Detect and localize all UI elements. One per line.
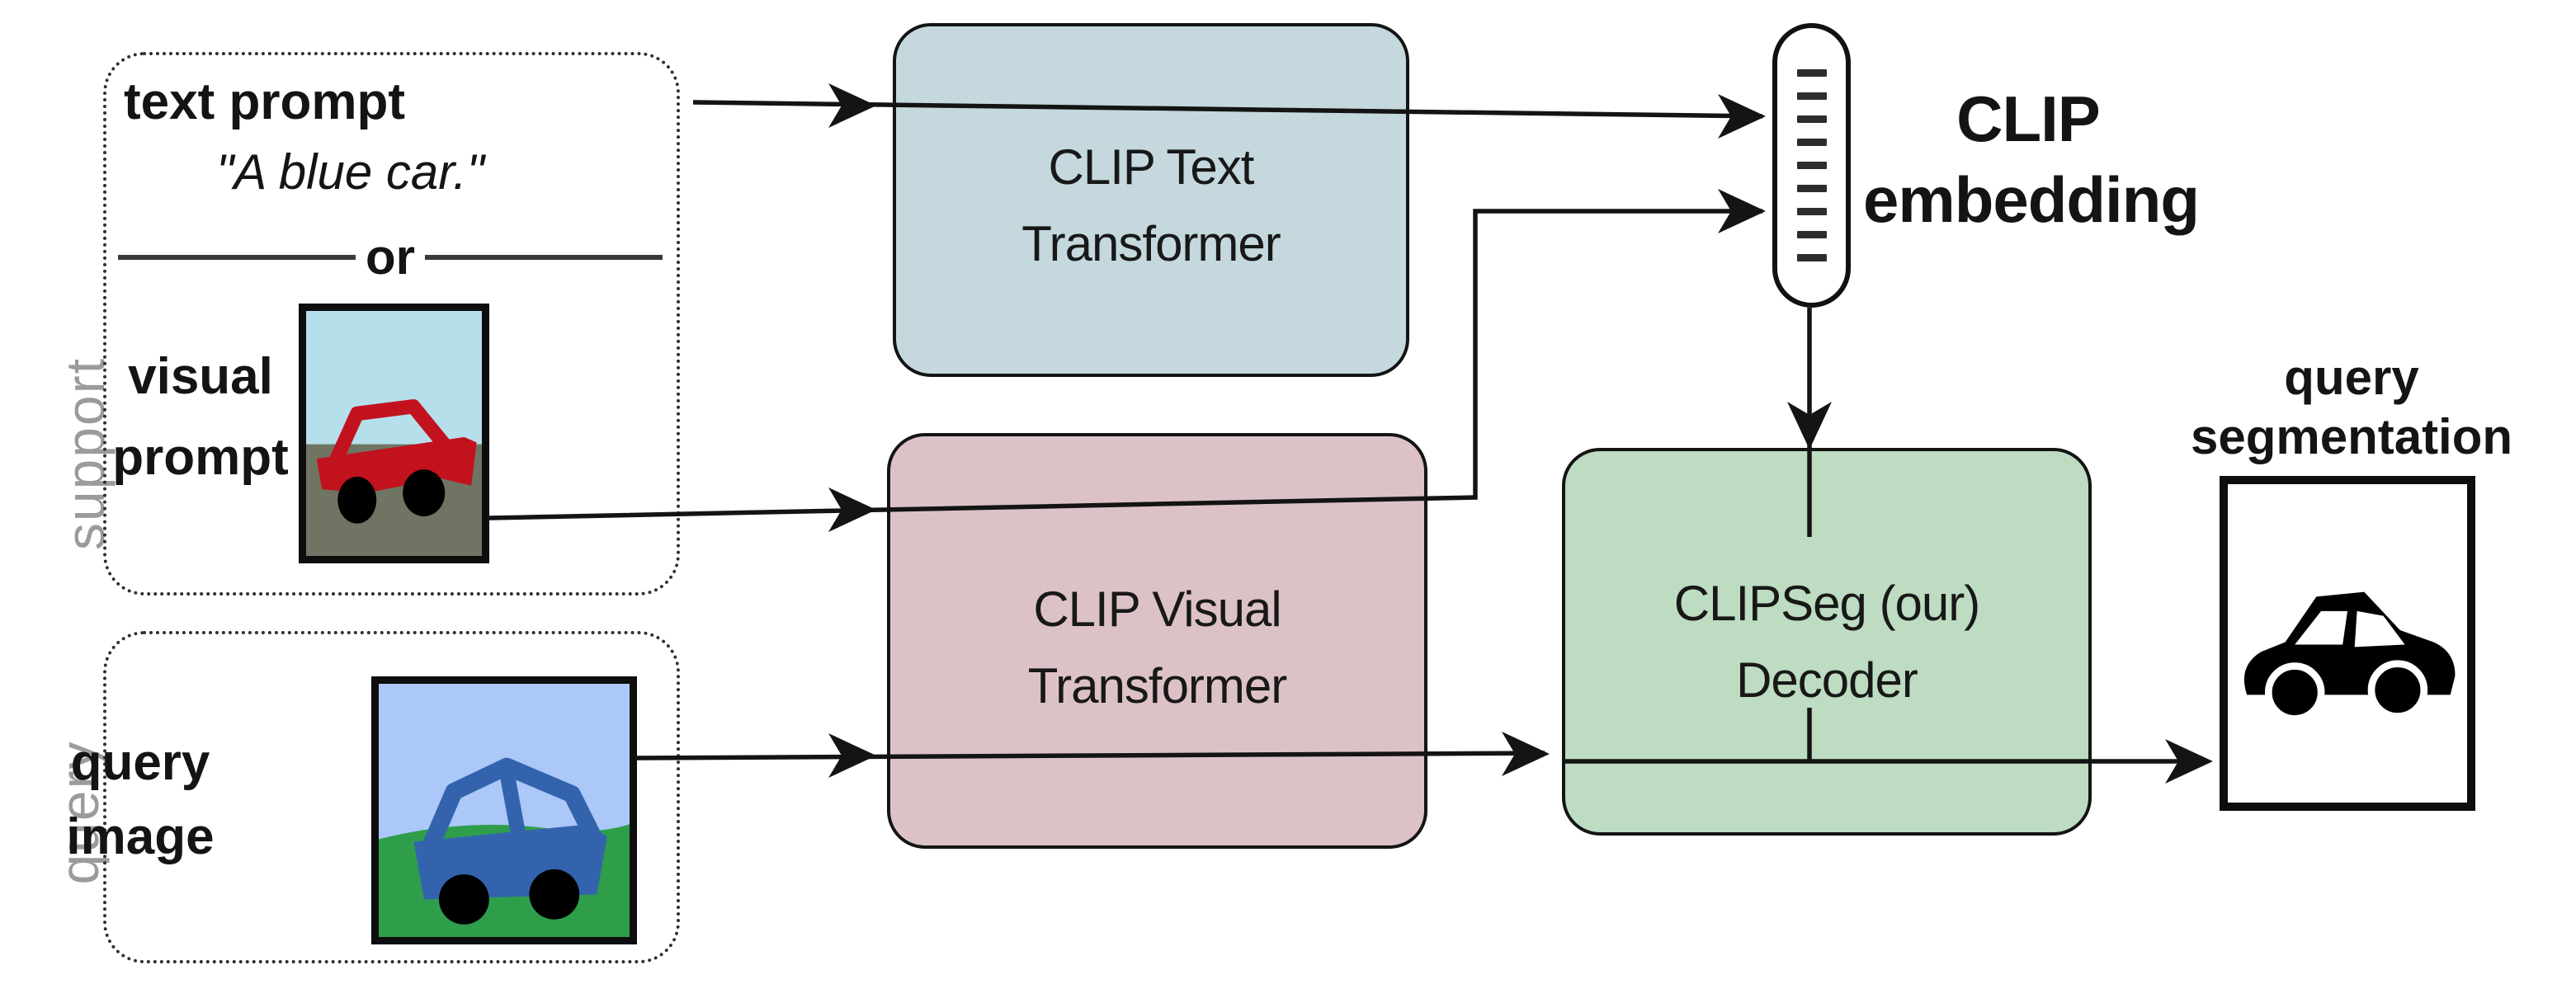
car-wheel-right: [529, 869, 580, 920]
car-wheel-right: [2367, 660, 2428, 720]
embedding-dash: [1796, 139, 1827, 146]
arrowhead-into-decoder: [1502, 732, 1550, 776]
arrowhead-into-text-transformer: [828, 83, 876, 128]
visual-prompt-label-line1: visual: [128, 348, 273, 405]
query-segmentation-image: [2220, 476, 2475, 811]
query-dotted-box: [103, 631, 680, 963]
arrowhead-embedding-into-decoder: [1787, 402, 1832, 450]
clip-visual-transformer-box: CLIP Visual Transformer: [887, 433, 1427, 849]
clip-visual-transformer-line2: Transformer: [1027, 658, 1287, 713]
query-image-label-line1: query: [70, 734, 210, 791]
query-image-label-line2: image: [66, 808, 215, 865]
clip-text-transformer-line1: CLIP Text: [1048, 139, 1255, 195]
or-divider: or: [118, 233, 663, 282]
segmented-car-icon: [2228, 484, 2467, 803]
query-segmentation-label: query segmentation: [2158, 348, 2545, 467]
blue-car-scene-icon: [379, 684, 630, 937]
car-silhouette: [2243, 591, 2456, 723]
car-roof-outline: [328, 399, 455, 468]
clip-embedding-label-line1: CLIP: [1956, 82, 2101, 155]
or-label: or: [366, 229, 415, 285]
car-roof-outline: [423, 757, 600, 848]
car-window-left: [2295, 610, 2347, 645]
clip-text-transformer-line2: Transformer: [1021, 215, 1281, 271]
embedding-dash: [1796, 208, 1827, 215]
visual-prompt-label: visual prompt: [97, 337, 304, 498]
visual-prompt-image: [299, 304, 489, 563]
car-window-right: [2354, 610, 2405, 647]
car-wheel-left: [2264, 662, 2325, 723]
text-prompt-example: "A blue car.": [216, 144, 484, 200]
clip-embedding-vector-icon: [1772, 23, 1851, 308]
divider-line-right: [425, 255, 663, 260]
arrowhead-into-visual-transformer: [828, 487, 876, 532]
embedding-dash: [1796, 231, 1827, 238]
car-wheel-left: [337, 476, 377, 524]
car-pillar: [499, 770, 527, 841]
query-image: [371, 676, 637, 944]
arrowhead-into-embedding-top: [1718, 94, 1766, 139]
text-prompt-label: text prompt: [124, 73, 405, 130]
arrowhead-query-into-visual-transformer: [828, 733, 876, 778]
embedding-dash: [1796, 185, 1827, 192]
clipseg-decoder-box: CLIPSeg (our) Decoder: [1562, 448, 2092, 836]
embedding-dash: [1796, 162, 1827, 169]
divider-line-left: [118, 255, 356, 260]
clip-text-transformer-box: CLIP Text Transformer: [893, 23, 1409, 377]
query-segmentation-label-line1: query: [2284, 350, 2419, 405]
clip-visual-transformer-line1: CLIP Visual: [1033, 582, 1281, 637]
query-segmentation-label-line2: segmentation: [2190, 409, 2513, 464]
embedding-dash: [1796, 254, 1827, 261]
embedding-dash: [1796, 115, 1827, 123]
query-image-label: query image: [45, 726, 235, 874]
clip-embedding-label: CLIP embedding: [1863, 79, 2200, 240]
car-wheel-left: [438, 874, 489, 925]
embedding-dash: [1796, 69, 1827, 77]
clipseg-decoder-line1: CLIPSeg (our): [1673, 576, 1980, 631]
arrowhead-into-segmentation: [2165, 739, 2213, 784]
car-wheel-right: [403, 469, 446, 516]
clip-embedding-label-line2: embedding: [1863, 162, 2200, 236]
embedding-dash: [1796, 92, 1827, 100]
visual-prompt-label-line2: prompt: [112, 428, 289, 486]
red-car-scene-icon: [306, 311, 482, 556]
arrowhead-into-embedding-bottom: [1718, 189, 1766, 233]
clipseg-decoder-line2: Decoder: [1736, 652, 1918, 708]
